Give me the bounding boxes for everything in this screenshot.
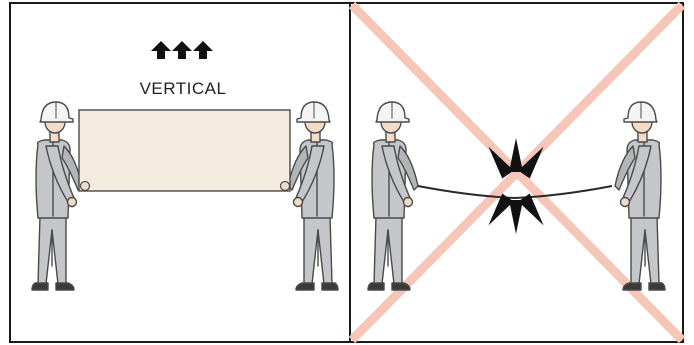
up-arrows	[151, 41, 213, 59]
hand	[279, 180, 291, 192]
worker-left	[31, 101, 83, 291]
panel-board	[78, 109, 291, 192]
up-arrow-icon	[193, 41, 213, 59]
up-arrow-icon	[172, 41, 192, 59]
outer-frame	[9, 2, 684, 343]
hand	[79, 180, 91, 192]
breakage-burst-icon	[482, 138, 550, 234]
worker-right	[614, 101, 666, 291]
worker-left	[367, 101, 419, 291]
up-arrow-icon	[151, 41, 171, 59]
worker-right	[287, 101, 339, 291]
right-panel-incorrect	[348, 1, 686, 344]
orientation-label: VERTICAL	[140, 79, 227, 98]
sagging-board	[417, 185, 613, 200]
left-panel-correct: VERTICAL	[31, 41, 339, 291]
